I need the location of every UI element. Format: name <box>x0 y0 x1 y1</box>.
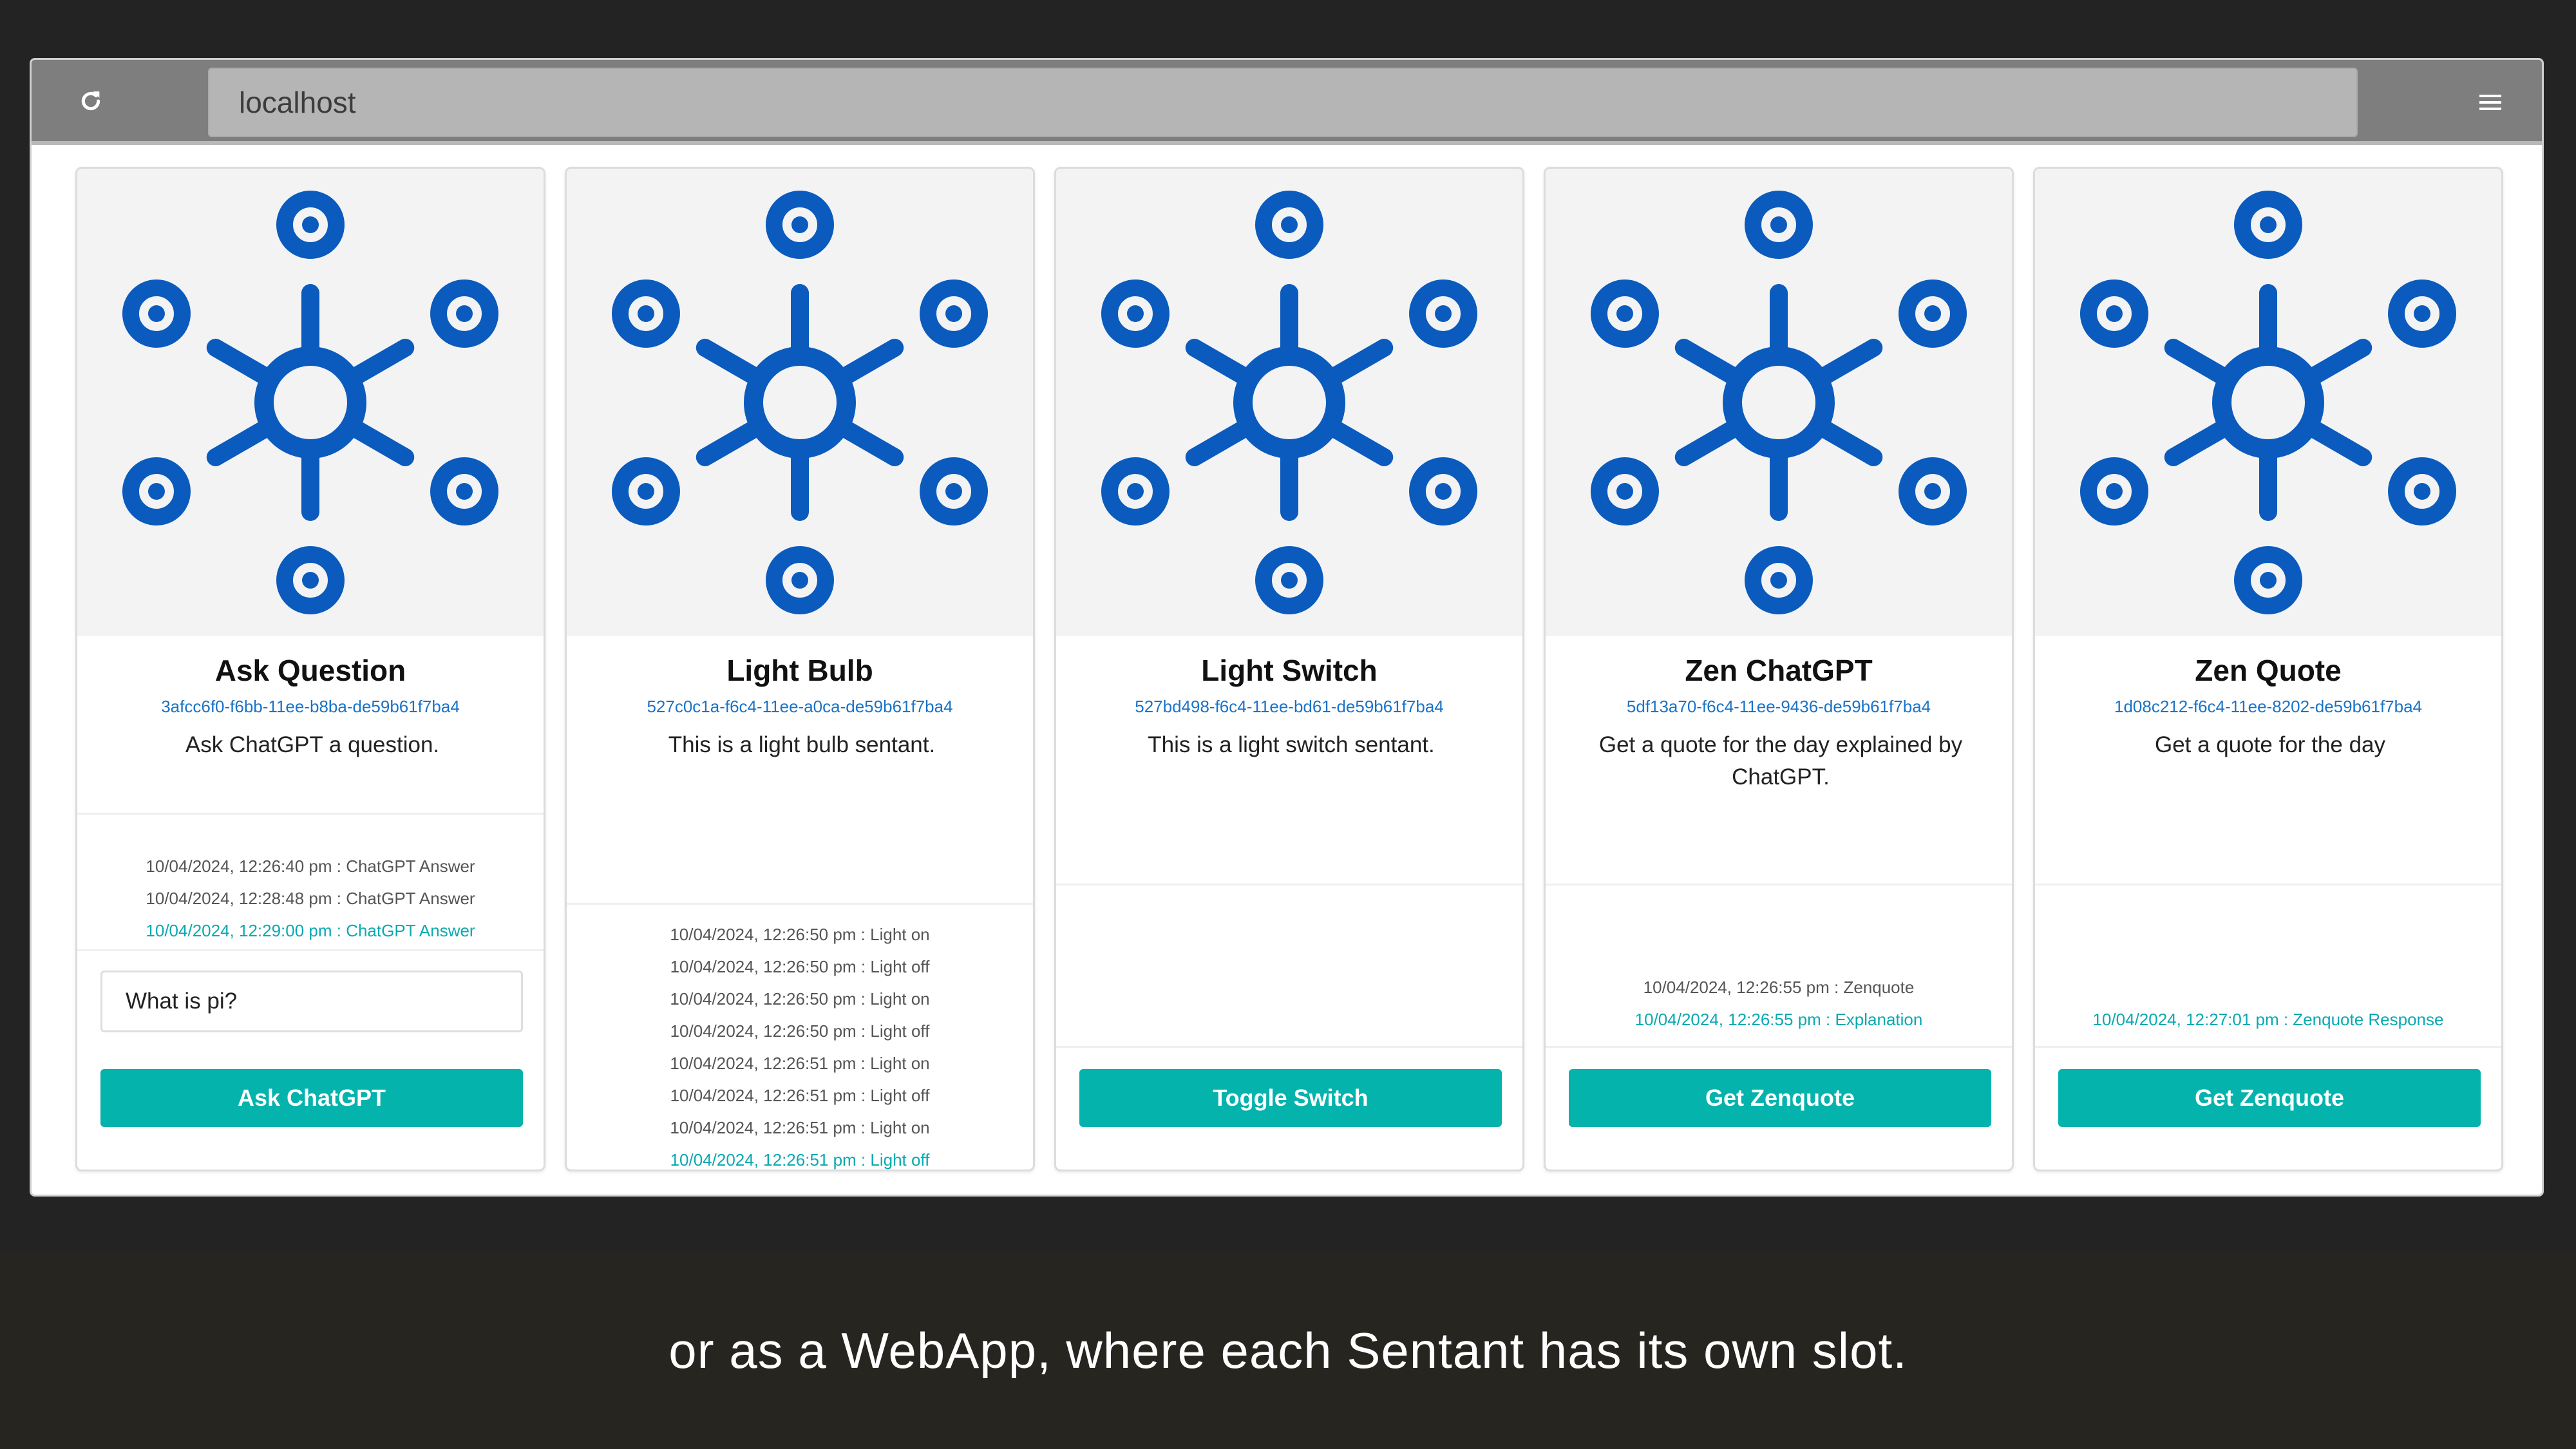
card-description: Get a quote for the day <box>2154 732 2385 757</box>
network-hub-icon <box>611 191 989 614</box>
card-title: Light Switch <box>1201 654 1378 687</box>
card-id-link[interactable]: 5df13a70-f6c4-11ee-9436-de59b61f7ba4 <box>1626 697 1931 716</box>
event-log: 10/04/2024, 12:26:40 pm : ChatGPT Answer… <box>77 850 544 947</box>
log-entry: 10/04/2024, 12:26:50 pm : Light off <box>670 1021 930 1041</box>
card-title: Light Bulb <box>726 654 873 687</box>
card-description: This is a light switch sentant. <box>1148 732 1435 757</box>
ask-chatgpt-button[interactable]: Ask ChatGPT <box>100 1069 523 1127</box>
divider <box>77 813 544 815</box>
question-input[interactable] <box>100 971 523 1032</box>
log-entry: 10/04/2024, 12:26:50 pm : Light on <box>670 925 930 944</box>
log-entry: 10/04/2024, 12:26:40 pm : ChatGPT Answer <box>146 857 475 876</box>
card-title: Zen ChatGPT <box>1685 654 1873 687</box>
network-hub-icon <box>2079 191 2457 614</box>
log-entry-latest: 10/04/2024, 12:26:51 pm : Light off <box>670 1150 930 1170</box>
log-entry: 10/04/2024, 12:26:51 pm : Light on <box>670 1054 930 1073</box>
event-log: 10/04/2024, 12:26:55 pm : Zenquote 10/04… <box>1546 971 2012 1036</box>
log-entry: 10/04/2024, 12:26:55 pm : Zenquote <box>1643 978 1915 997</box>
sentant-card-ask-question: Ask Question 3afcc6f0-f6bb-11ee-b8ba-de5… <box>75 167 545 1171</box>
card-id-link[interactable]: 3afcc6f0-f6bb-11ee-b8ba-de59b61f7ba4 <box>161 697 460 716</box>
card-image <box>567 169 1033 636</box>
card-description: This is a light bulb sentant. <box>668 732 936 757</box>
card-title: Ask Question <box>214 654 406 687</box>
sentant-card-light-switch: Light Switch 527bd498-f6c4-11ee-bd61-de5… <box>1054 167 1524 1171</box>
toggle-switch-button[interactable]: Toggle Switch <box>1079 1069 1502 1127</box>
log-entry: 10/04/2024, 12:26:50 pm : Light on <box>670 989 930 1009</box>
card-image <box>2035 169 2501 636</box>
log-entry: 10/04/2024, 12:26:51 pm : Light on <box>670 1118 930 1137</box>
url-text: localhost <box>239 86 356 119</box>
log-entry: 10/04/2024, 12:28:48 pm : ChatGPT Answer <box>146 889 475 908</box>
card-description: Ask ChatGPT a question. <box>185 732 440 757</box>
divider <box>1546 884 2012 886</box>
card-id-link[interactable]: 527c0c1a-f6c4-11ee-a0ca-de59b61f7ba4 <box>647 697 953 716</box>
log-entry-latest: 10/04/2024, 12:29:00 pm : ChatGPT Answer <box>146 921 475 940</box>
browser-window: localhost Ask Question 3afcc6f0-f6bb-11e… <box>30 58 2544 1197</box>
address-bar[interactable]: localhost <box>208 68 2358 137</box>
reload-icon[interactable] <box>73 83 109 119</box>
card-image <box>1056 169 1522 636</box>
hamburger-menu-icon[interactable] <box>2472 84 2508 120</box>
log-entry-latest: 10/04/2024, 12:27:01 pm : Zenquote Respo… <box>2092 1010 2444 1029</box>
network-hub-icon <box>1590 191 1967 614</box>
browser-toolbar: localhost <box>32 60 2542 145</box>
divider <box>2035 1046 2501 1048</box>
card-title: Zen Quote <box>2195 654 2342 687</box>
network-hub-icon <box>1101 191 1478 614</box>
event-log: 10/04/2024, 12:26:50 pm : Light on 10/04… <box>567 918 1033 1170</box>
divider <box>77 949 544 951</box>
divider <box>1056 1046 1522 1048</box>
card-image <box>77 169 544 636</box>
card-image <box>1546 169 2012 636</box>
card-id-link[interactable]: 1d08c212-f6c4-11ee-8202-de59b61f7ba4 <box>2114 697 2423 716</box>
divider <box>1056 884 1522 886</box>
divider <box>1546 1046 2012 1048</box>
get-zenquote-button[interactable]: Get Zenquote <box>1569 1069 1991 1127</box>
log-entry: 10/04/2024, 12:26:50 pm : Light off <box>670 957 930 976</box>
sentant-card-light-bulb: Light Bulb 527c0c1a-f6c4-11ee-a0ca-de59b… <box>565 167 1035 1171</box>
network-hub-icon <box>122 191 499 614</box>
get-zenquote-button[interactable]: Get Zenquote <box>2058 1069 2481 1127</box>
caption-band <box>0 1253 2576 1449</box>
log-entry-latest: 10/04/2024, 12:26:55 pm : Explanation <box>1634 1010 1923 1029</box>
card-id-link[interactable]: 527bd498-f6c4-11ee-bd61-de59b61f7ba4 <box>1135 697 1444 716</box>
log-entry: 10/04/2024, 12:26:51 pm : Light off <box>670 1086 930 1105</box>
divider <box>2035 884 2501 886</box>
slide-caption: or as a WebApp, where each Sentant has i… <box>668 1322 1908 1379</box>
event-log: 10/04/2024, 12:27:01 pm : Zenquote Respo… <box>2035 1003 2501 1036</box>
card-description: Get a quote for the day explained by Cha… <box>1598 732 1963 790</box>
divider <box>567 903 1033 905</box>
sentant-card-zen-chatgpt: Zen ChatGPT 5df13a70-f6c4-11ee-9436-de59… <box>1544 167 2014 1171</box>
sentant-card-zen-quote: Zen Quote 1d08c212-f6c4-11ee-8202-de59b6… <box>2033 167 2503 1171</box>
